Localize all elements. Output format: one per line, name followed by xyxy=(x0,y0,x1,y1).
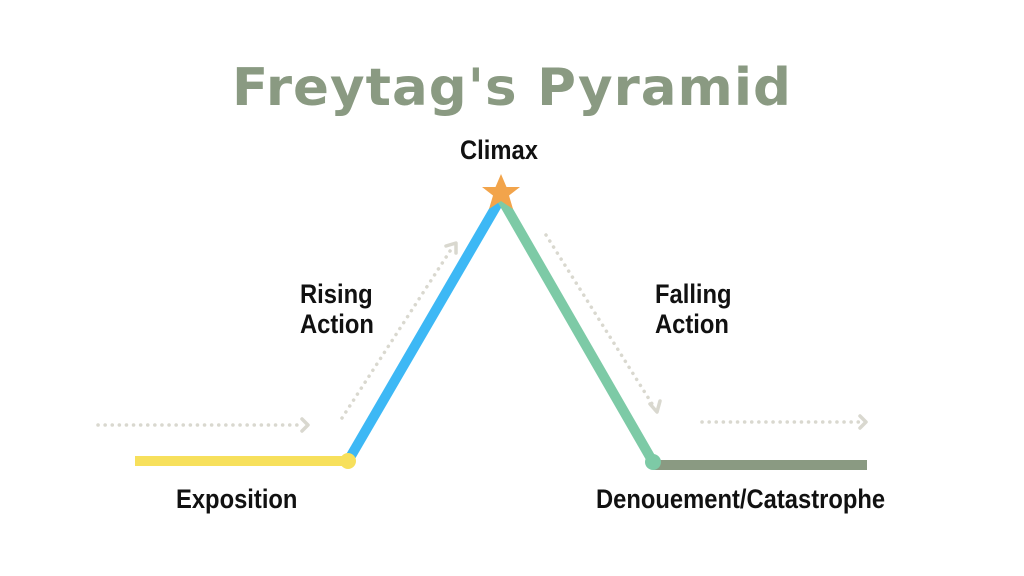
page-title: Freytag's Pyramid xyxy=(231,58,793,118)
denouement-label: Denouement/Catastrophe xyxy=(596,484,886,514)
falling-action-label-line2: Action xyxy=(655,309,729,339)
rising-action-label-line1: Rising xyxy=(300,279,373,309)
falling-end-dot xyxy=(645,454,661,470)
rising-action-line xyxy=(343,195,506,464)
rising-action-label: Rising Action xyxy=(300,279,374,339)
exposition-end-dot xyxy=(340,453,356,469)
denouement-arrowhead-icon xyxy=(858,414,868,430)
falling-arrowhead-icon xyxy=(648,399,662,414)
rising-action-label-line2: Action xyxy=(300,309,374,339)
falling-arrow xyxy=(544,233,656,409)
exposition-arrowhead-icon xyxy=(300,417,310,433)
rising-arrow xyxy=(340,246,454,420)
exposition-label: Exposition xyxy=(176,484,298,514)
star-icon xyxy=(482,174,520,209)
falling-action-line xyxy=(496,195,658,465)
falling-action-label: Falling Action xyxy=(655,279,732,339)
climax-label: Climax xyxy=(460,135,538,165)
direction-arrows xyxy=(96,233,862,427)
falling-action-label-line1: Falling xyxy=(655,279,732,309)
rising-arrowhead-icon xyxy=(444,241,458,255)
